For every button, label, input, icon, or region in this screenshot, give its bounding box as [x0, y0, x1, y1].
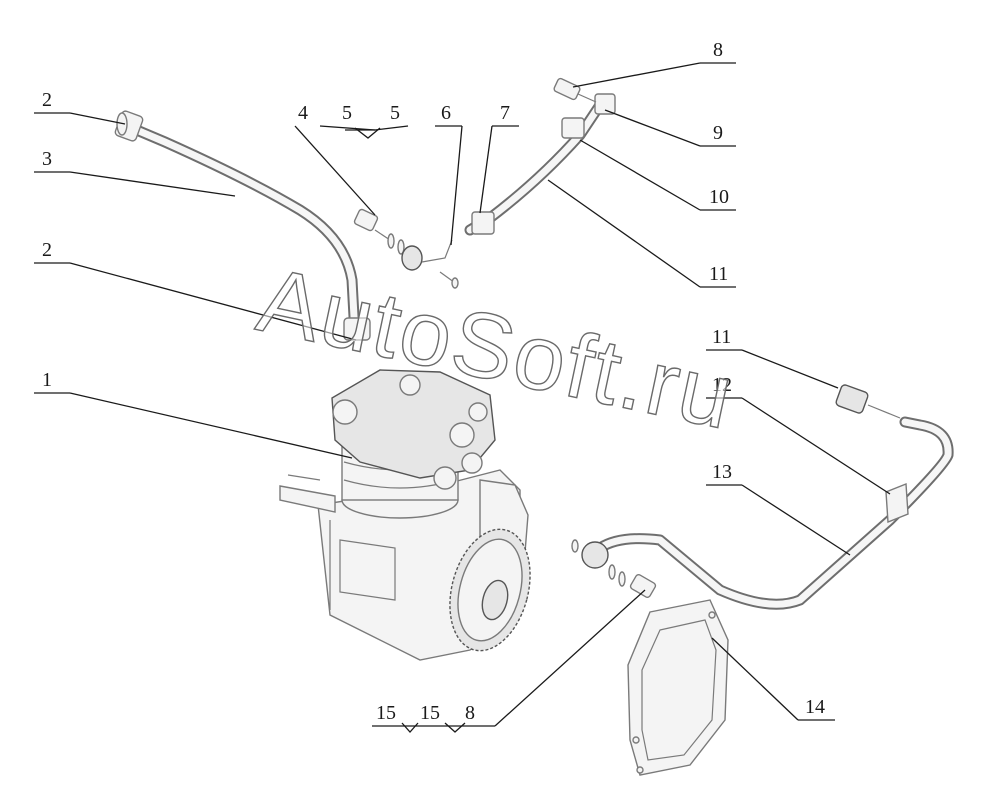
callout-2-top: 2	[42, 89, 52, 111]
callout-labels: 2 3 2 1 4 5 5 6 7 8 9 10 11 11 12 13 14 …	[42, 39, 825, 724]
pipe-nut-11	[835, 384, 869, 414]
watermark-text: AutoSoft.ru	[250, 249, 743, 449]
leader-lines	[34, 62, 891, 733]
callout-7: 7	[500, 102, 510, 124]
callout-2-middle: 2	[42, 239, 52, 261]
callout-6: 6	[441, 102, 451, 124]
callout-4: 4	[298, 102, 308, 124]
upper-right-pipe	[464, 77, 616, 236]
callout-5-first: 5	[342, 102, 352, 124]
callout-8-top: 8	[713, 39, 723, 61]
pipe-bracket-12	[885, 482, 909, 524]
callout-8-bottom: 8	[465, 702, 475, 724]
callout-5-second: 5	[390, 102, 400, 124]
callout-10: 10	[709, 186, 729, 208]
callout-1: 1	[42, 369, 52, 391]
callout-3: 3	[42, 148, 52, 170]
callout-14: 14	[805, 696, 825, 718]
callout-11-lower: 11	[712, 326, 731, 348]
callout-13: 13	[712, 461, 732, 483]
callout-9: 9	[713, 122, 723, 144]
callout-12: 12	[712, 374, 732, 396]
callout-11-upper: 11	[709, 263, 728, 285]
hose-clamp-lower	[343, 317, 371, 341]
fitting-assembly-lower	[608, 564, 657, 599]
compressor	[279, 369, 531, 661]
intake-pipe	[126, 122, 361, 341]
callout-15-second: 15	[420, 702, 440, 724]
fitting-assembly-upper	[353, 208, 459, 289]
hose-clamp-top	[114, 110, 144, 142]
callout-15-first: 15	[376, 702, 396, 724]
gasket	[627, 599, 729, 776]
delivery-pipe	[571, 384, 954, 610]
